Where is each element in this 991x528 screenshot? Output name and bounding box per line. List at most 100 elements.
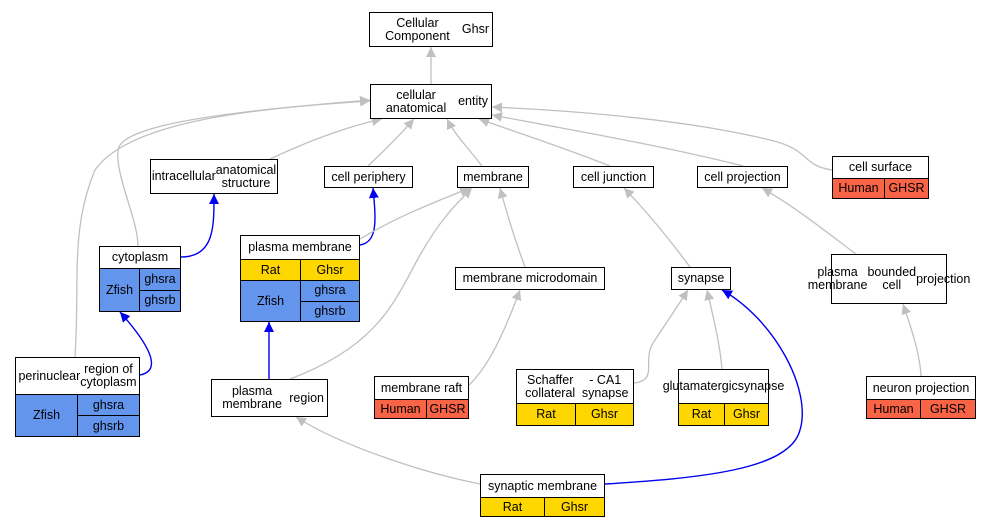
edge-synmem-to-pmregion: [295, 416, 481, 485]
term-label-line: cell surface: [848, 160, 913, 174]
gene-list: Ghsr: [544, 498, 604, 516]
edge-microdomain-to-membrane: [497, 187, 526, 268]
term-label-line: neuron projection: [872, 380, 970, 395]
term-node-cae[interactable]: cellular anatomical entity: [370, 84, 492, 119]
edge-raft-to-microdomain: [468, 289, 522, 386]
term-label: cell projection: [698, 167, 787, 187]
species-row-rat: Rat Ghsr: [241, 259, 359, 280]
term-label-line: cell junction: [580, 169, 647, 184]
term-node-microdomain[interactable]: membrane microdomain: [455, 267, 605, 290]
edge-schaffer-to-synapse: [633, 289, 689, 384]
term-node-junction[interactable]: cell junction: [573, 166, 654, 188]
species-name: Rat: [260, 262, 281, 277]
term-node-pmregion[interactable]: plasma membrane region: [211, 379, 328, 417]
term-label-line: plasma membrane: [222, 384, 282, 411]
species-name: Rat: [536, 407, 556, 421]
species-name: Zfish: [105, 282, 134, 297]
term-label: membrane: [458, 167, 528, 187]
term-label: synaptic membrane: [481, 475, 604, 497]
gene-symbol[interactable]: GHSR: [888, 181, 925, 195]
species-name: Rat: [691, 407, 712, 421]
term-label: synapse: [672, 268, 730, 289]
term-label-line: membrane: [463, 169, 523, 184]
edge-projection-to-cae: [491, 111, 744, 167]
gene-list: GHSR: [884, 179, 928, 198]
term-label: cell periphery: [325, 167, 412, 187]
term-label-line: Cellular Component: [385, 15, 450, 43]
term-label: membrane raft: [375, 377, 468, 399]
term-label-line: Ghsr: [461, 22, 489, 36]
gene-symbol[interactable]: ghsrb: [301, 300, 359, 322]
gene-list: ghsra ghsrb: [77, 395, 139, 436]
term-label-line: cell periphery: [331, 169, 406, 184]
term-label: cytoplasm: [100, 247, 180, 268]
gene-list: GHSR: [426, 400, 468, 418]
term-node-periphery[interactable]: cell periphery: [324, 166, 413, 188]
term-label-line: region: [289, 390, 324, 405]
term-label-line: membrane raft: [380, 380, 463, 395]
species-row-human: Human GHSR: [833, 178, 928, 198]
term-label-line: anatomical structure: [215, 162, 277, 190]
species-row-zfish: Zfish ghsra ghsrb: [241, 280, 359, 321]
edge-surface-to-cae: [491, 102, 833, 171]
gene-symbol[interactable]: Ghsr: [590, 407, 619, 421]
term-node-membrane[interactable]: membrane: [457, 166, 529, 188]
gene-list: Ghsr: [575, 404, 633, 425]
term-label: Cellular Component Ghsr: [370, 13, 492, 46]
term-label-line: cell projection: [704, 169, 781, 184]
gene-symbol[interactable]: GHSR: [429, 401, 466, 416]
species-row-rat: Rat Ghsr: [679, 403, 768, 425]
gene-symbol[interactable]: Ghsr: [732, 407, 761, 421]
term-label-line: intracellular: [151, 169, 216, 183]
term-node-synapse[interactable]: synapse: [671, 267, 731, 290]
edge-ias-to-cae: [269, 116, 383, 160]
term-label: cell junction: [574, 167, 653, 187]
term-label-line: synapse: [737, 379, 785, 393]
species-name: Human: [380, 401, 421, 416]
term-label-line: membrane microdomain: [462, 271, 598, 285]
species-row-rat: Rat Ghsr: [517, 403, 633, 425]
gene-symbol[interactable]: Ghsr: [560, 499, 589, 514]
gene-symbol[interactable]: ghsra: [92, 397, 125, 412]
gene-symbol[interactable]: ghsra: [314, 283, 346, 298]
term-label-line: cellular anatomical: [385, 87, 447, 115]
gene-symbol[interactable]: Ghsr: [316, 262, 344, 277]
gene-symbol[interactable]: GHSR: [929, 401, 967, 416]
gene-symbol[interactable]: ghsrb: [140, 289, 180, 312]
species-name: Zfish: [256, 293, 285, 308]
species-name: Human: [838, 181, 879, 195]
gene-list: Ghsr: [724, 404, 768, 425]
edge-synapse-to-junction: [623, 187, 691, 268]
gene-list: Ghsr: [300, 260, 359, 280]
term-label: plasma membrane region: [212, 380, 327, 416]
term-label-line: Schaffer collateral: [525, 372, 576, 400]
term-node-projection[interactable]: cell projection: [697, 166, 788, 188]
term-label-line: plasma membrane: [248, 240, 352, 254]
term-label: membrane microdomain: [456, 268, 604, 289]
edge-synmem-to-synapse: [604, 289, 803, 485]
edge-glutamatergic-to-synapse: [704, 289, 723, 370]
term-label-line: region of cytoplasm: [80, 362, 137, 389]
edge-junction-to-cae: [478, 117, 611, 167]
term-label-line: entity: [458, 94, 488, 108]
term-node-root[interactable]: Cellular Component Ghsr: [369, 12, 493, 47]
gene-symbol[interactable]: ghsra: [144, 271, 176, 286]
gene-symbol[interactable]: ghsrb: [78, 415, 139, 436]
term-label: Schaffer collateral- CA1 synapse: [517, 370, 633, 403]
term-label-line: perinuclear: [18, 368, 81, 383]
